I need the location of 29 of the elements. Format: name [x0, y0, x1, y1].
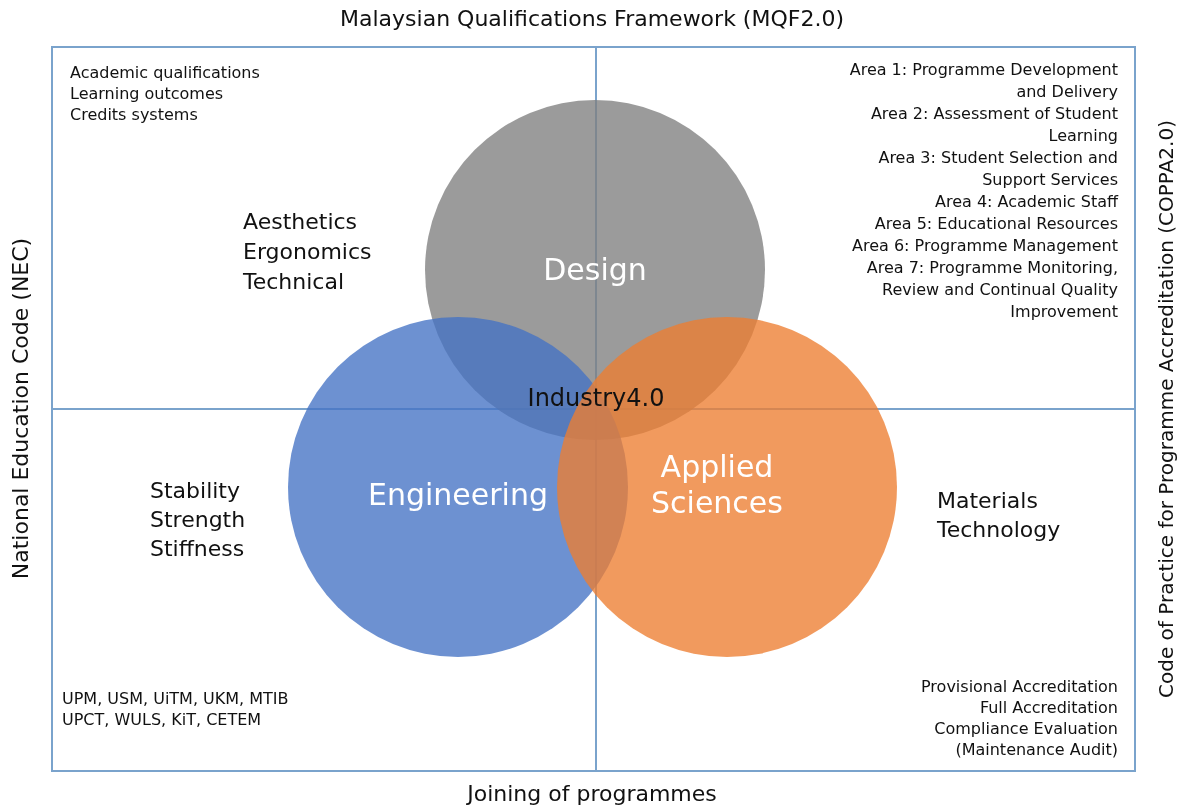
list-item: Area 2: Assessment of Student Learning: [869, 103, 1118, 147]
list-item: Credits systems: [70, 104, 199, 125]
list-item: Area 1: Programme Development and Delivery: [848, 59, 1118, 103]
list-item: Compliance Evaluation (Maintenance Audit): [933, 718, 1118, 760]
axis-label: Joining of programmes: [465, 781, 718, 806]
circle-label: Engineering: [367, 477, 549, 513]
list-item: Stiffness: [150, 535, 246, 563]
list-item: UPM, USM, UiTM, UKM, MTIB: [62, 688, 289, 709]
list-item: Area 3: Student Selection and Support Services: [877, 147, 1118, 191]
axis-label: Code of Practice for Programme Accreditation (COPPA2.0): [1154, 119, 1178, 700]
list-item: Area 7: Programme Monitoring, Review and Continual Quality Improvement: [865, 257, 1118, 323]
list-item: Stability: [150, 477, 242, 505]
list-item: Full Accreditation: [978, 697, 1118, 718]
axis-label: Malaysian Qualifications Framework (MQF2.0): [339, 6, 845, 31]
list-item: UPCT, WULS, KiT, CETEM: [62, 709, 263, 730]
list-item: Provisional Accreditation: [920, 676, 1118, 697]
list-item: Area 6: Programme Management: [851, 235, 1118, 257]
list-item: Materials Technology: [937, 487, 1062, 544]
circle-label: Design: [542, 252, 648, 288]
list-item: Academic qualifications: [70, 62, 260, 83]
list-item: Area 5: Educational Resources: [873, 213, 1118, 235]
list-item: Technical: [243, 268, 346, 296]
axis-label: National Education Code (NEC): [7, 236, 33, 582]
list-item: Area 4: Academic Staff: [934, 191, 1118, 213]
list-item: Ergonomics: [243, 238, 372, 266]
list-item: Learning outcomes: [70, 83, 225, 104]
list-item: Aesthetics: [243, 208, 359, 236]
list-item: Strength: [150, 506, 246, 534]
circle-label: Applied Sciences: [650, 449, 784, 521]
